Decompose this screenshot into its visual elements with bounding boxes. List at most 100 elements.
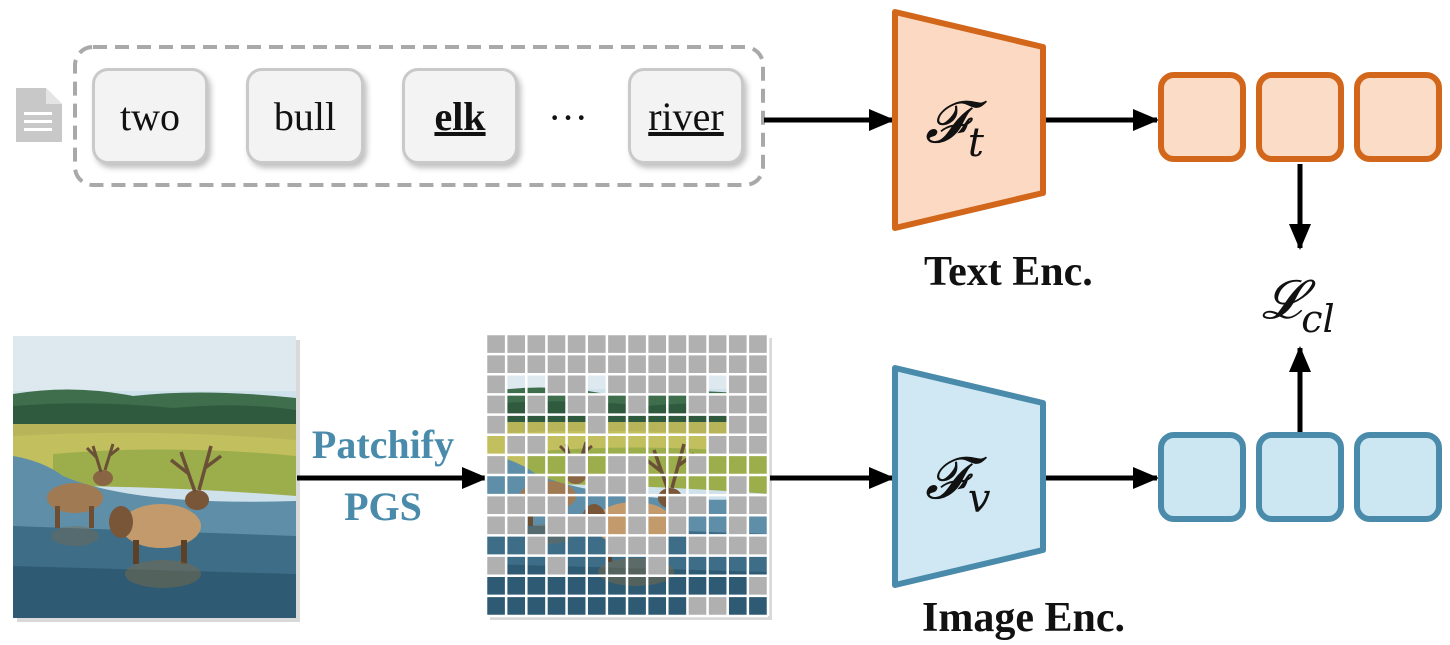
masked-patch bbox=[747, 394, 768, 415]
masked-patch bbox=[647, 535, 668, 556]
text-embedding-token-3 bbox=[1354, 72, 1442, 162]
masked-patch bbox=[727, 515, 748, 536]
patchify-line-1: Patchify bbox=[311, 422, 455, 467]
masked-patch bbox=[627, 394, 648, 415]
masked-patch bbox=[606, 535, 627, 556]
masked-patch bbox=[747, 575, 768, 596]
masked-patch bbox=[486, 334, 507, 355]
masked-patch bbox=[486, 555, 507, 576]
masked-patch bbox=[506, 354, 527, 375]
masked-patch bbox=[687, 495, 708, 516]
masked-patch bbox=[727, 495, 748, 516]
masked-patch bbox=[747, 535, 768, 556]
masked-patch bbox=[727, 374, 748, 395]
contrastive-loss-symbol: 𝓛cl bbox=[1262, 268, 1335, 341]
masked-patch bbox=[606, 475, 627, 496]
masked-patch bbox=[627, 454, 648, 475]
text-encoder-subscript: t bbox=[967, 120, 984, 166]
masked-patch bbox=[707, 595, 728, 616]
masked-patch bbox=[606, 374, 627, 395]
masked-patch bbox=[486, 394, 507, 415]
masked-patch bbox=[687, 334, 708, 355]
masked-patch bbox=[707, 535, 728, 556]
masked-patch bbox=[627, 475, 648, 496]
masked-patch bbox=[647, 555, 668, 576]
masked-patch bbox=[707, 354, 728, 375]
masked-patch bbox=[506, 515, 527, 536]
masked-patch bbox=[687, 374, 708, 395]
text-encoder-script-f: 𝓕 bbox=[925, 88, 968, 156]
masked-patch bbox=[667, 374, 688, 395]
masked-patch bbox=[667, 354, 688, 375]
masked-patch bbox=[586, 394, 607, 415]
masked-patch bbox=[627, 515, 648, 536]
masked-elk-photo bbox=[484, 332, 772, 620]
masked-patch bbox=[546, 374, 567, 395]
text-encoder-label: Text Enc. bbox=[924, 249, 1093, 295]
masked-patch bbox=[486, 454, 507, 475]
token-ellipsis: ··· bbox=[548, 95, 588, 140]
masked-patch bbox=[747, 374, 768, 395]
masked-patch bbox=[526, 434, 547, 455]
masked-patch bbox=[647, 354, 668, 375]
masked-patch bbox=[627, 334, 648, 355]
masked-patch bbox=[627, 535, 648, 556]
token-river: river bbox=[628, 68, 744, 164]
patchify-label: Patchify bbox=[296, 422, 470, 468]
masked-patch bbox=[566, 394, 587, 415]
masked-patch bbox=[687, 454, 708, 475]
masked-patch bbox=[566, 354, 587, 375]
masked-patch bbox=[526, 334, 547, 355]
masked-patch bbox=[727, 414, 748, 435]
token-elk: elk bbox=[402, 68, 518, 164]
pgs-label: PGS bbox=[296, 484, 470, 530]
masked-patch bbox=[526, 535, 547, 556]
masked-patch bbox=[566, 374, 587, 395]
masked-patch bbox=[747, 495, 768, 516]
masked-patch bbox=[727, 354, 748, 375]
masked-patch bbox=[647, 374, 668, 395]
masked-patch bbox=[546, 555, 567, 576]
masked-patch bbox=[506, 334, 527, 355]
loss-subscript: cl bbox=[1301, 297, 1335, 341]
masked-patch bbox=[566, 454, 587, 475]
token-bull: bull bbox=[246, 68, 364, 164]
masked-patch bbox=[526, 495, 547, 516]
loss-script-l: 𝓛 bbox=[1262, 268, 1302, 331]
masked-patch bbox=[566, 515, 587, 536]
masked-patch bbox=[627, 374, 648, 395]
image-encoder-block bbox=[892, 365, 1046, 588]
masked-patch bbox=[586, 354, 607, 375]
document-icon bbox=[16, 88, 62, 142]
masked-patch bbox=[627, 495, 648, 516]
text-encoder-block bbox=[892, 9, 1046, 231]
masked-patch bbox=[586, 414, 607, 435]
masked-patch bbox=[566, 334, 587, 355]
masked-patch bbox=[727, 394, 748, 415]
masked-patch bbox=[486, 414, 507, 435]
text-encoder-symbol: 𝓕t bbox=[925, 88, 984, 166]
image-encoder-symbol: 𝓕v bbox=[925, 444, 990, 522]
masked-patch bbox=[606, 454, 627, 475]
masked-patch bbox=[586, 334, 607, 355]
masked-patch bbox=[526, 394, 547, 415]
masked-patch bbox=[727, 334, 748, 355]
masked-patch bbox=[707, 434, 728, 455]
masked-patch bbox=[687, 595, 708, 616]
patchify-line-2: PGS bbox=[344, 484, 422, 529]
masked-patch bbox=[627, 354, 648, 375]
masked-patch bbox=[486, 495, 507, 516]
masked-patch bbox=[707, 334, 728, 355]
masked-patch bbox=[727, 535, 748, 556]
masked-patch bbox=[486, 515, 507, 536]
masked-patch bbox=[546, 354, 567, 375]
image-encoder-script-f: 𝓕 bbox=[925, 444, 968, 512]
masked-patch bbox=[486, 354, 507, 375]
masked-patch bbox=[647, 334, 668, 355]
masked-patch bbox=[687, 354, 708, 375]
masked-patch bbox=[747, 354, 768, 375]
masked-patch bbox=[747, 414, 768, 435]
elk-photo bbox=[13, 336, 300, 622]
masked-patch bbox=[586, 515, 607, 536]
masked-patch bbox=[687, 535, 708, 556]
